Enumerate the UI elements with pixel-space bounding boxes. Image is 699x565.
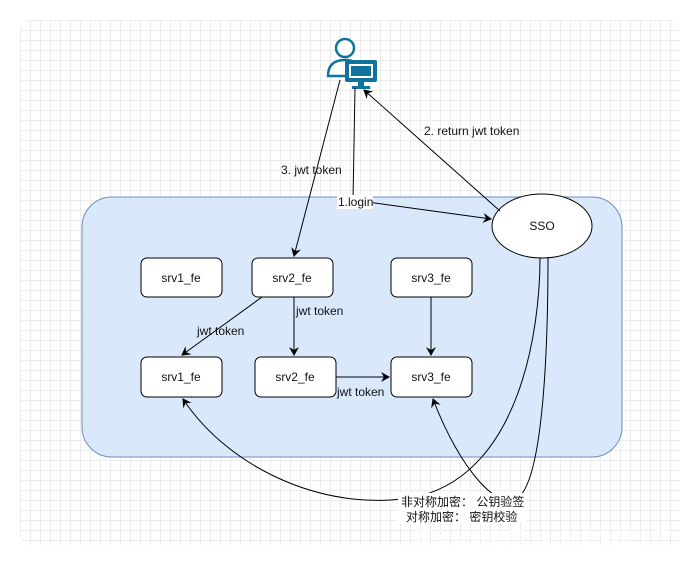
label-return-token: 2. return jwt token [424, 124, 519, 138]
srv2-fe-top-node: srv2_fe [251, 257, 334, 298]
edge-user-to-srv2 [291, 79, 341, 257]
srv3-fe-top-label: srv3_fe [411, 271, 451, 285]
note-asymmetric: 非对称加密： 公钥验签 [401, 494, 524, 509]
srv2-fe-bottom-label: srv2_fe [275, 370, 315, 384]
edge-sso-to-srv3 [431, 256, 549, 501]
srv2-fe-bottom-node: srv2_fe [254, 356, 337, 398]
srv1-fe-bottom-node: srv1_fe [140, 356, 223, 398]
srv1-fe-bottom-label: srv1_fe [161, 370, 201, 384]
srv3-fe-top-node: srv3_fe [390, 257, 473, 298]
label-srv2-srv3-token: jwt token [336, 385, 384, 399]
note-symmetric: 对称加密： 密钥校验 [406, 509, 517, 524]
sso-label: SSO [529, 219, 554, 233]
srv3-fe-bottom-label: srv3_fe [411, 370, 451, 384]
label-login: 1.login [338, 195, 373, 209]
edge-return-token [363, 89, 501, 212]
watermark: 掘金技术社区 @ 有态度的牛马 [412, 528, 671, 550]
label-srv2-down-token: jwt token [295, 304, 343, 318]
edge-srv2-to-srv1 [181, 296, 263, 356]
label-user-jwt-token: 3. jwt token [281, 163, 342, 177]
srv1-fe-top-label: srv1_fe [161, 271, 201, 285]
label-srv2-srv1-token: jwt token [196, 324, 244, 338]
user-computer-icon [326, 37, 377, 89]
srv2-fe-top-label: srv2_fe [272, 271, 312, 285]
srv3-fe-bottom-node: srv3_fe [390, 356, 473, 398]
sso-node [491, 193, 593, 259]
srv1-fe-top-node: srv1_fe [140, 257, 223, 298]
